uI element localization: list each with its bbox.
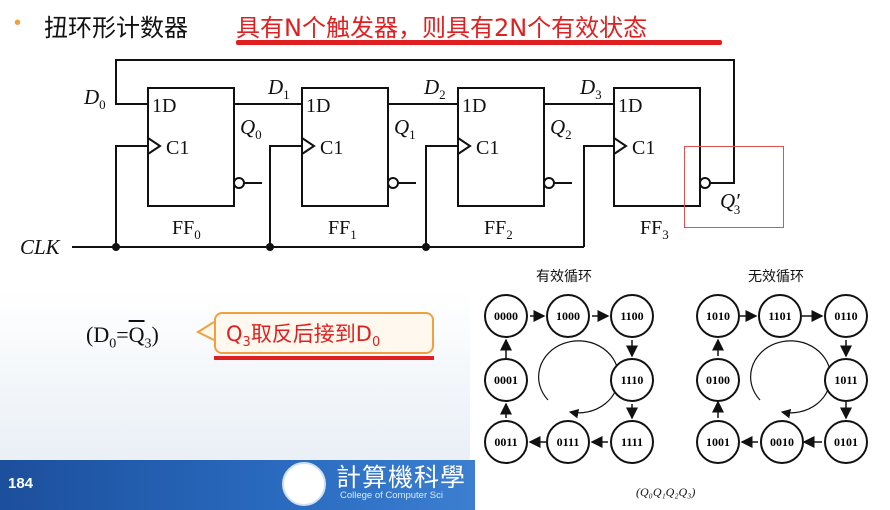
state-0011: 0011 [484,420,528,464]
state-0100: 0100 [696,358,740,402]
ff3-pin-c: C1 [632,137,655,159]
state-1100: 1100 [610,294,654,338]
valid-cycle-title: 有效循环 [536,269,592,285]
ff2-label: FF2 [484,217,513,242]
state-0101: 0101 [824,420,868,464]
state-1010: 1010 [696,294,740,338]
ff1-label: FF1 [328,217,357,242]
callout-text: Q3取反后接到D0 [226,322,381,351]
state-1111: 1111 [610,420,654,464]
footer-bar [0,460,475,510]
slide-title: 扭环形计数器 [44,14,188,42]
invalid-cycle-title: 无效循环 [748,269,804,285]
state-0001: 0001 [484,358,528,402]
state-0111: 0111 [546,420,590,464]
state-0010: 0010 [760,420,804,464]
q2-label: Q2 [550,115,572,142]
d3-label: D3 [579,75,602,102]
ff3-label: FF3 [640,217,669,242]
bullet-icon: • [14,12,22,34]
state-1001: 1001 [696,420,740,464]
d1-label: D1 [267,75,290,102]
d0-label: D0 [83,85,106,112]
ff3-pin-d: 1D [618,95,642,117]
clk-label: CLK [20,235,61,259]
state-0000: 0000 [484,294,528,338]
q0-label: Q0 [240,115,262,142]
q3-prime-label: Q′3 [720,189,740,217]
state-1101: 1101 [758,294,802,338]
callout-box [214,312,434,354]
ff0-label: FF0 [172,217,201,242]
callout-underline [214,356,434,360]
state-1000: 1000 [546,294,590,338]
state-1110: 1110 [610,358,654,402]
ff2-pin-c: C1 [476,137,499,159]
college-name-cn: 計算機科學 [336,463,467,492]
highlight-underline [236,40,722,45]
state-0110: 0110 [824,294,868,338]
ff0-pin-c: C1 [166,137,189,159]
ff1-pin-c: C1 [320,137,343,159]
college-logo-icon [282,462,326,506]
state-1011: 1011 [824,358,868,402]
ff0-pin-d: 1D [152,95,176,117]
page-number: 184 [8,475,34,492]
feedback-equation: (D0=Q3) [86,322,159,352]
q1-label: Q1 [394,115,416,142]
highlight-statement: 具有N个触发器，则具有2N个有效状态 [236,14,648,42]
d2-label: D2 [423,75,446,102]
q3-prime-highlight-box [684,146,784,228]
college-name-en: College of Computer Sci [340,490,443,501]
state-order-caption: (Q₀Q₁Q₂Q₃) [636,485,696,499]
ff1-pin-d: 1D [306,95,330,117]
ff2-pin-d: 1D [462,95,486,117]
